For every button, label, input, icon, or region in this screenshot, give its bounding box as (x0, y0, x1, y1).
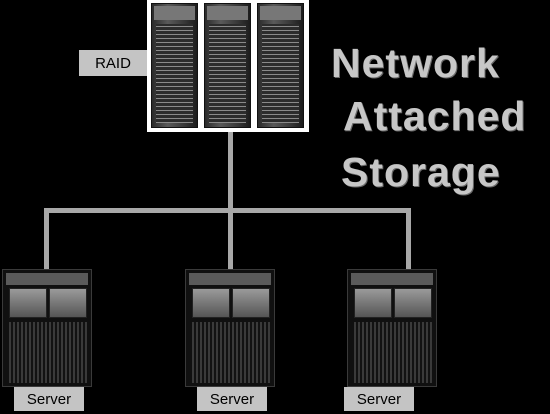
bus-connector (44, 208, 411, 213)
title-line-2: Attached (343, 93, 527, 139)
server-2 (185, 269, 275, 387)
title-line-3: Storage (341, 149, 501, 195)
drop-connector-1 (44, 208, 49, 270)
server-label-2: Server (197, 387, 267, 411)
server-3 (347, 269, 437, 387)
server-1 (2, 269, 92, 387)
storage-rack-3 (257, 3, 304, 128)
trunk-connector (228, 132, 233, 210)
drop-connector-3 (406, 208, 411, 270)
raid-label: RAID (79, 50, 147, 76)
storage-rack-2 (204, 3, 251, 128)
title-line-1: Network (331, 40, 500, 86)
server-label-3: Server (344, 387, 414, 411)
storage-rack-1 (151, 3, 198, 128)
drop-connector-2 (228, 208, 233, 270)
raid-storage-array (147, 0, 309, 132)
server-label-1: Server (14, 387, 84, 411)
